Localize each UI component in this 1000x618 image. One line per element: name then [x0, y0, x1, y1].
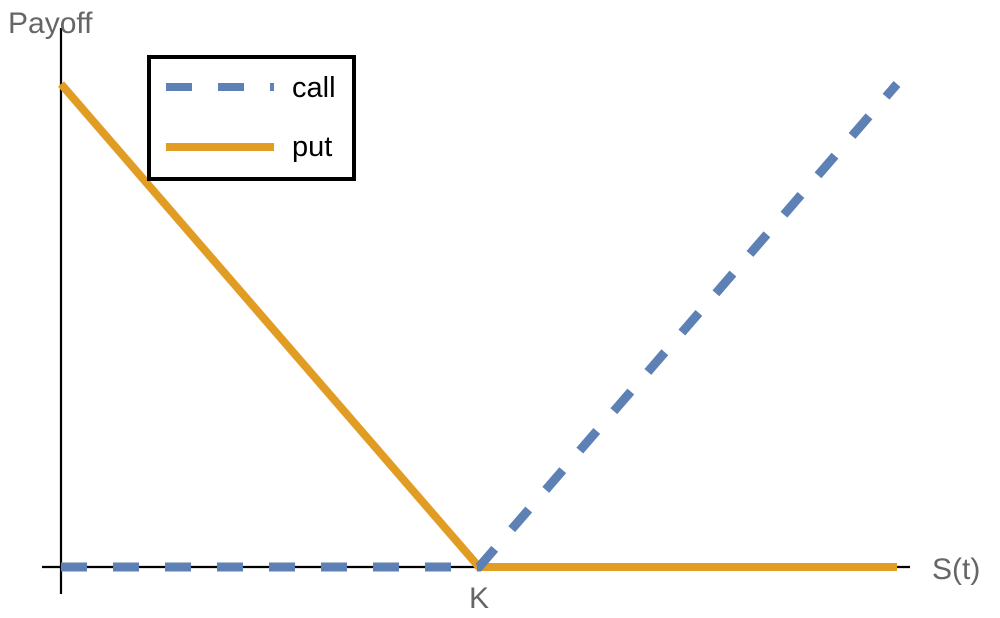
x-axis-label: S(t): [932, 553, 980, 586]
series-group: [57, 81, 901, 572]
y-axis-label: Payoff: [8, 7, 93, 40]
x-tick-label-0: K: [469, 582, 489, 615]
legend-label-call: call: [292, 72, 336, 104]
legend: call put: [147, 55, 356, 181]
series-line-call: [61, 81, 901, 572]
x-ticks: K: [469, 582, 489, 615]
legend-label-put: put: [292, 131, 332, 163]
legend-box: [147, 55, 356, 181]
